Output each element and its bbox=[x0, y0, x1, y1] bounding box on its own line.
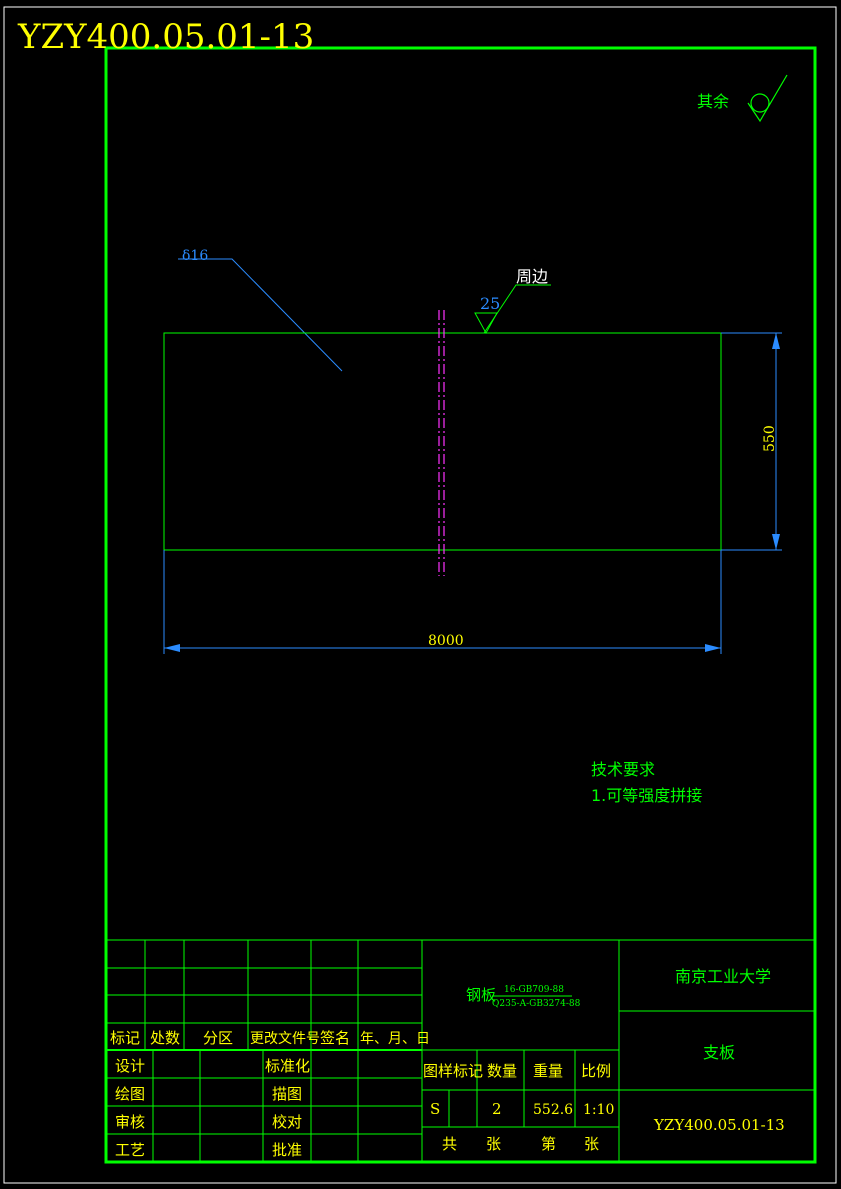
sheet-current-label: 第 bbox=[541, 1135, 556, 1153]
height-arrow-bottom-icon bbox=[772, 534, 780, 550]
height-arrow-top-icon bbox=[772, 333, 780, 349]
sheet-total-label: 共 bbox=[442, 1135, 457, 1153]
drawing-frame bbox=[104, 46, 817, 1164]
sheet-info: 共 张 第 张 bbox=[442, 1135, 599, 1153]
info-header-qty: 数量 bbox=[487, 1062, 517, 1080]
rev-header-mark: 标记 bbox=[110, 1029, 140, 1047]
plate-outline bbox=[163, 332, 722, 551]
info-values: S 2 552.6 1:10 bbox=[430, 1100, 614, 1118]
drawing-number-block: YZY400.05.01-13 bbox=[653, 1116, 785, 1134]
weld-leader-line bbox=[483, 284, 551, 334]
rev-header-date: 年、月、日 bbox=[360, 1031, 430, 1047]
finish-circle-icon bbox=[750, 93, 770, 113]
role-review: 审核 bbox=[115, 1113, 145, 1131]
length-arrow-right-icon bbox=[705, 644, 721, 652]
role-check: 校对 bbox=[272, 1113, 302, 1131]
height-dim-text: 550 bbox=[762, 425, 778, 452]
weld-note-label: 周边 bbox=[516, 267, 548, 286]
material-spec-bottom: Q235-A-GB3274-88 bbox=[492, 999, 581, 1009]
info-value-weight: 552.6 bbox=[533, 1102, 573, 1118]
info-header-pattern: 图样标记 bbox=[423, 1062, 483, 1080]
info-value-mark-s: S bbox=[430, 1100, 440, 1118]
thickness-label: δ16 bbox=[182, 248, 208, 264]
weld-symbol: 25 周边 bbox=[474, 267, 551, 335]
role-trace: 描图 bbox=[272, 1085, 302, 1103]
length-dimension: 8000 bbox=[163, 550, 722, 654]
role-labels-left: 设计 绘图 审核 工艺 bbox=[115, 1057, 145, 1159]
rev-header-zone: 分区 bbox=[203, 1029, 233, 1047]
weld-triangle-icon bbox=[474, 312, 498, 335]
surface-finish-label: 其余 bbox=[697, 92, 729, 111]
info-header-scale: 比例 bbox=[581, 1062, 611, 1080]
role-approve: 批准 bbox=[272, 1141, 302, 1159]
info-headers: 图样标记 数量 重量 比例 bbox=[423, 1062, 611, 1080]
rev-header-docno: 更改文件号 bbox=[250, 1031, 320, 1047]
outer-border bbox=[3, 6, 837, 1184]
revision-headers: 标记 处数 分区 更改文件号 签名 年、月、日 bbox=[110, 1029, 430, 1047]
weld-size-label: 25 bbox=[480, 294, 500, 313]
splice-line bbox=[438, 310, 445, 576]
company-name: 南京工业大学 bbox=[675, 967, 771, 986]
length-arrow-left-icon bbox=[164, 644, 180, 652]
sheet-current-unit: 张 bbox=[584, 1135, 599, 1153]
info-value-qty: 2 bbox=[492, 1100, 502, 1118]
material-name: 钢板 bbox=[466, 986, 496, 1004]
role-design: 设计 bbox=[115, 1057, 145, 1075]
thickness-leader-line bbox=[178, 258, 343, 372]
material-cell: 钢板 16-GB709-88 Q235-A-GB3274-88 bbox=[466, 985, 581, 1009]
height-dimension: 550 bbox=[721, 332, 782, 551]
thickness-leader: δ16 bbox=[178, 248, 343, 372]
role-standard: 标准化 bbox=[265, 1057, 310, 1075]
sheet-total-unit: 张 bbox=[486, 1135, 501, 1153]
role-draw: 绘图 bbox=[115, 1085, 145, 1103]
part-name: 支板 bbox=[703, 1043, 735, 1062]
title-block bbox=[106, 939, 815, 1162]
info-header-weight: 重量 bbox=[533, 1062, 563, 1080]
finish-tick-icon bbox=[747, 74, 788, 123]
role-labels-mid: 标准化 描图 校对 批准 bbox=[265, 1057, 310, 1159]
length-dim-text: 8000 bbox=[428, 633, 464, 649]
tech-req-title: 技术要求 bbox=[591, 760, 655, 779]
role-process: 工艺 bbox=[115, 1141, 145, 1159]
material-spec-top: 16-GB709-88 bbox=[504, 985, 564, 995]
info-value-scale: 1:10 bbox=[583, 1102, 614, 1118]
rev-header-count: 处数 bbox=[150, 1029, 180, 1047]
rev-header-sign: 签名 bbox=[320, 1029, 350, 1047]
surface-finish-symbol: 其余 bbox=[697, 74, 788, 123]
tech-req-item: 1.可等强度拼接 bbox=[591, 786, 702, 805]
drawing-number-top: YZY400.05.01-13 bbox=[17, 17, 314, 57]
